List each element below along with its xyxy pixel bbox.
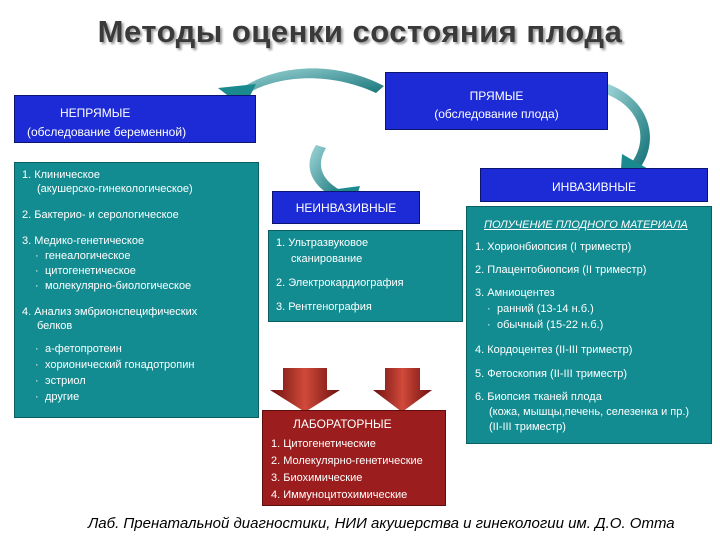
- block-arrow-right: [373, 368, 432, 412]
- invasive-item-6-sub1: (кожа, мышцы,печень, селезенка и пр.): [489, 406, 690, 418]
- noninvasive-heading: НЕИНВАЗИВНЫЕ: [272, 191, 420, 224]
- indirect-item-4: 4. Анализ эмбрионспецифических: [22, 306, 198, 318]
- laboratory-item-2: 2. Молекулярно-генетические: [271, 455, 423, 467]
- indirect-item-4d: ·другие: [35, 391, 80, 403]
- laboratory-item-4: 4. Иммуноцитохимические: [271, 489, 408, 501]
- direct-heading: ПРЯМЫЕ: [469, 89, 524, 103]
- indirect-item-1: 1. Клиническое: [22, 169, 100, 181]
- laboratory-box: ЛАБОРАТОРНЫЕ 1. Цитогенетические 2. Моле…: [262, 410, 446, 506]
- footer-credit: Лаб. Пренатальной диагностики, НИИ акуше…: [88, 515, 675, 532]
- invasive-item-6-sub2: (II-III триместр): [489, 421, 566, 433]
- curved-arrow-top: [236, 68, 384, 97]
- indirect-item-4a: ·а-фетопротеин: [35, 343, 122, 355]
- block-arrow-left: [270, 368, 340, 412]
- invasive-list-box: ПОЛУЧЕНИЕ ПЛОДНОГО МАТЕРИАЛА 1. Хорионби…: [466, 206, 712, 444]
- invasive-heading: ИНВАЗИВНЫЕ: [480, 168, 708, 202]
- laboratory-item-1: 1. Цитогенетические: [271, 438, 376, 450]
- invasive-item-2: 2. Плацентобиопсия (II триместр): [475, 264, 647, 276]
- indirect-heading: НЕПРЯМЫЕ: [60, 106, 131, 120]
- invasive-item-5: 5. Фетоскопия (II-III триместр): [475, 368, 628, 380]
- invasive-item-3: 3. Амниоцентез: [475, 287, 555, 299]
- curved-arrow-left: [309, 145, 344, 200]
- laboratory-item-3: 3. Биохимические: [271, 472, 363, 484]
- invasive-item-4: 4. Кордоцентез (II-III триместр): [475, 344, 633, 356]
- invasive-subheading: ПОЛУЧЕНИЕ ПЛОДНОГО МАТЕРИАЛА: [484, 219, 688, 231]
- noninvasive-item-2: 2. Электрокардиография: [276, 277, 404, 289]
- invasive-item-3b: ·обычный (15-22 н.б.): [487, 319, 604, 331]
- noninvasive-item-1: 1. Ультразвуковое: [276, 237, 369, 249]
- indirect-list-box: 1. Клиническое (акушерско-гинекологическ…: [14, 162, 259, 418]
- indirect-item-1-sub: (акушерско-гинекологическое): [37, 183, 193, 195]
- noninvasive-list-box: 1. Ультразвуковое сканирование 2. Электр…: [268, 230, 463, 322]
- noninvasive-item-1-sub: сканирование: [291, 253, 363, 265]
- noninvasive-item-3: 3. Рентгенография: [276, 301, 372, 313]
- indirect-item-3a: ·генеалогическое: [35, 250, 131, 262]
- indirect-item-3c: ·молекулярно-биологическое: [35, 280, 192, 292]
- indirect-item-3: 3. Медико-генетическое: [22, 235, 145, 247]
- indirect-box: НЕПРЯМЫЕ (обследование беременной): [14, 95, 256, 143]
- invasive-item-1: 1. Хорионбиопсия (I триместр): [475, 241, 632, 253]
- curved-arrow-right: [606, 84, 650, 168]
- direct-box: ПРЯМЫЕ (обследование плода): [385, 72, 608, 130]
- invasive-item-3a: ·ранний (13-14 н.б.): [487, 303, 594, 315]
- invasive-item-6: 6. Биопсия тканей плода: [475, 391, 602, 403]
- indirect-item-4b: ·хорионический гонадотропин: [35, 359, 195, 371]
- indirect-item-3b: ·цитогенетическое: [35, 265, 136, 277]
- laboratory-heading: ЛАБОРАТОРНЫЕ: [293, 417, 392, 431]
- indirect-item-4c: ·эстриол: [35, 375, 86, 387]
- indirect-subheading: (обследование беременной): [27, 125, 187, 139]
- direct-subheading: (обследование плода): [434, 107, 559, 121]
- page-title: Методы оценки состояния плода: [97, 14, 623, 49]
- indirect-item-2: 2. Бактерио- и серологическое: [22, 209, 179, 221]
- indirect-item-4-sub: белков: [37, 320, 73, 332]
